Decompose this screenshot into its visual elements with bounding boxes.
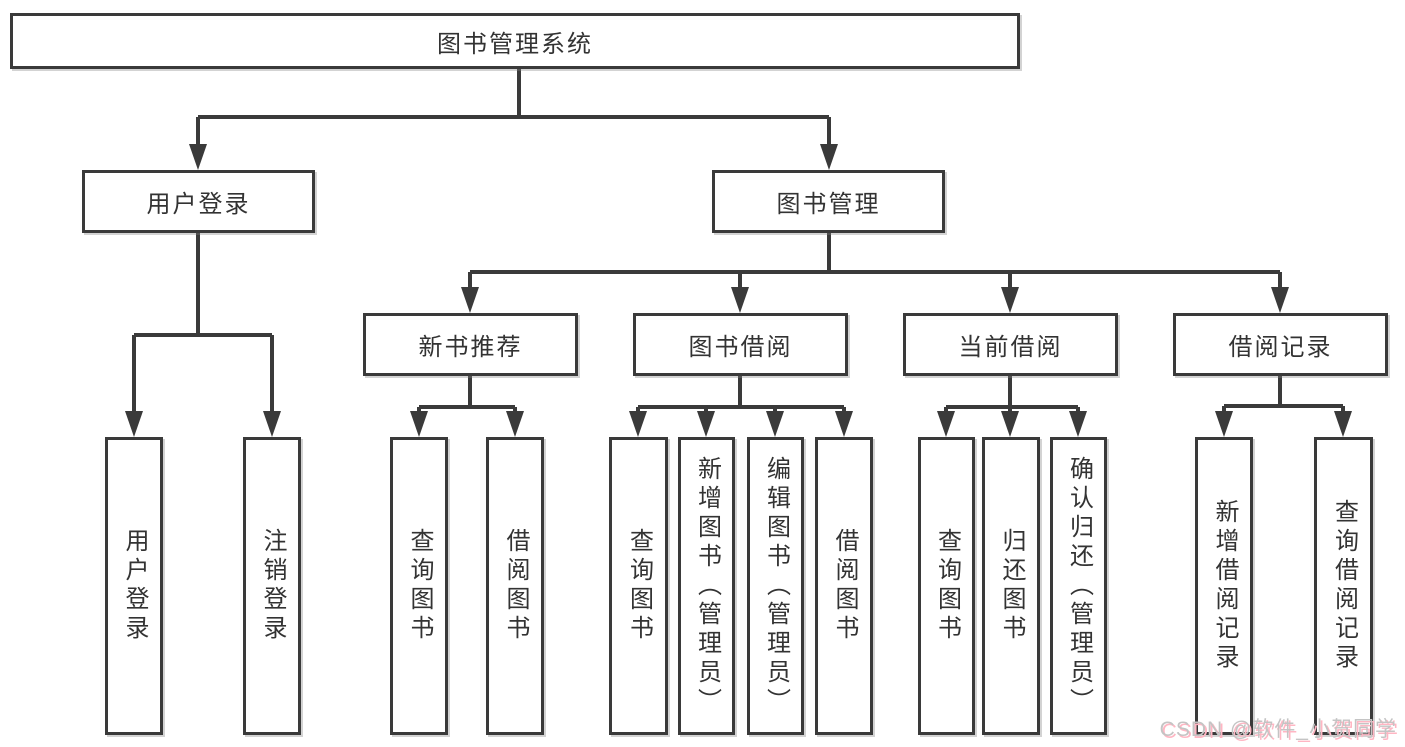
arrowhead-down-icon (263, 411, 281, 437)
arrowhead-down-icon (629, 411, 647, 437)
node-leaf-query-book-2: 查询图书 (609, 437, 668, 735)
arrowhead-down-icon (1069, 411, 1087, 437)
node-root: 图书管理系统 (10, 13, 1020, 69)
arrowhead-down-icon (697, 411, 715, 437)
node-leaf-logout: 注销登录 (243, 437, 301, 735)
node-new-book-rec: 新书推荐 (363, 313, 578, 376)
arrowhead-down-icon (937, 411, 955, 437)
arrowhead-down-icon (820, 144, 838, 170)
node-book-borrow: 图书借阅 (633, 313, 848, 376)
arrowhead-down-icon (1271, 287, 1289, 313)
node-leaf-borrow-book-1: 借阅图书 (486, 437, 544, 735)
node-leaf-user-login: 用户登录 (105, 437, 163, 735)
arrowhead-down-icon (1215, 411, 1233, 437)
node-book-mgmt: 图书管理 (712, 170, 945, 233)
arrowhead-down-icon (1334, 411, 1352, 437)
node-leaf-add-book: 新增图书（管理员） (678, 437, 735, 735)
arrowhead-down-icon (1001, 287, 1019, 313)
arrowhead-down-icon (189, 144, 207, 170)
arrowhead-down-icon (835, 411, 853, 437)
arrowhead-down-icon (1001, 411, 1019, 437)
node-leaf-return-book: 归还图书 (982, 437, 1040, 735)
node-current-borrow: 当前借阅 (903, 313, 1118, 376)
node-leaf-add-borrow-record: 新增借阅记录 (1195, 437, 1253, 735)
arrowhead-down-icon (125, 411, 143, 437)
node-leaf-confirm-return: 确认归还（管理员） (1050, 437, 1107, 735)
node-leaf-query-book-3: 查询图书 (918, 437, 975, 735)
node-borrow-records: 借阅记录 (1173, 313, 1388, 376)
node-user-login: 用户登录 (82, 170, 315, 233)
node-leaf-edit-book: 编辑图书（管理员） (747, 437, 804, 735)
arrowhead-down-icon (461, 287, 479, 313)
arrowhead-down-icon (410, 411, 428, 437)
arrowhead-down-icon (766, 411, 784, 437)
node-leaf-query-borrow-record: 查询借阅记录 (1314, 437, 1373, 735)
node-leaf-borrow-book-2: 借阅图书 (815, 437, 873, 735)
arrowhead-down-icon (731, 287, 749, 313)
arrowhead-down-icon (506, 411, 524, 437)
node-leaf-query-book-1: 查询图书 (390, 437, 448, 735)
